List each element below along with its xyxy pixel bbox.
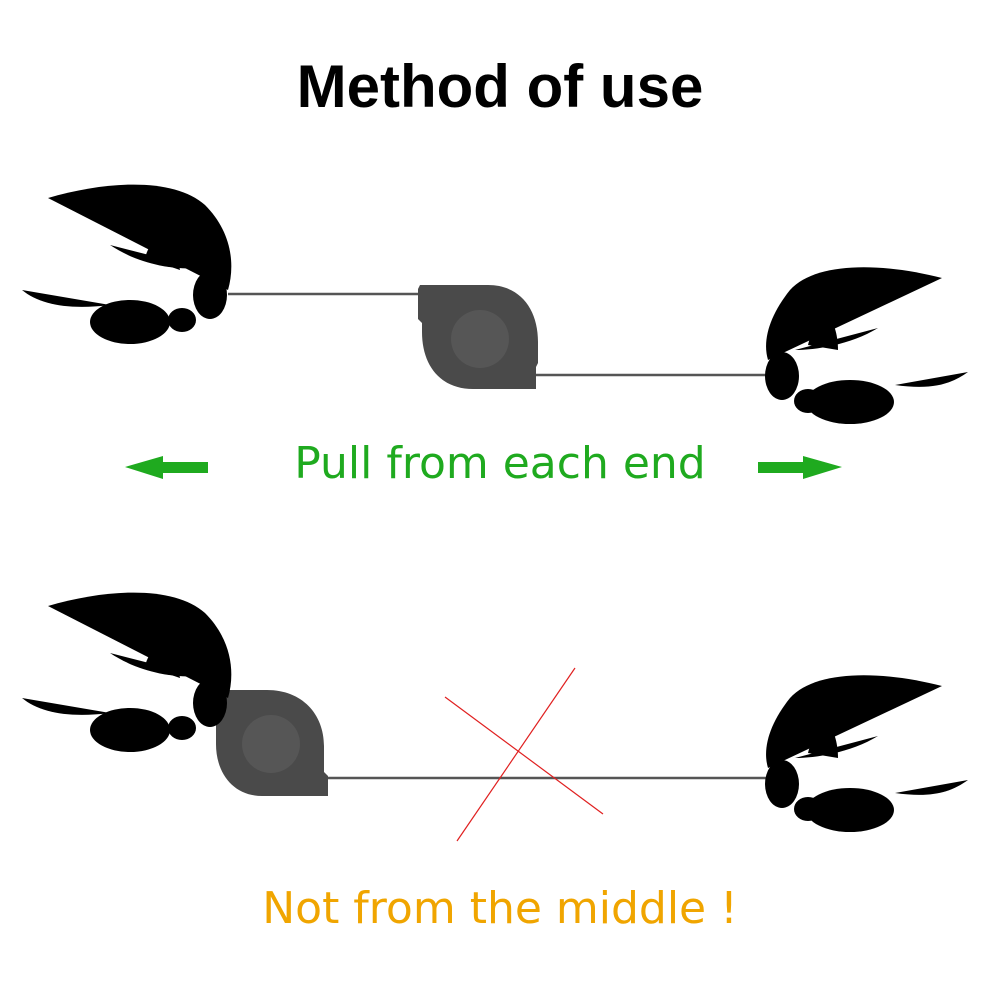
reel	[418, 285, 538, 389]
incorrect-usage-caption: Not from the middle !	[262, 883, 738, 934]
reel	[216, 690, 328, 796]
right-hand	[765, 675, 968, 832]
cross-mark-icon	[444, 667, 604, 842]
arrow-left-icon	[125, 456, 208, 479]
left-hand	[22, 184, 232, 344]
reel-hub	[242, 715, 300, 773]
incorrect-usage-scene	[22, 592, 968, 842]
page-title: Method of use	[296, 53, 704, 120]
left-hand	[22, 592, 232, 752]
arrow-right-icon	[758, 456, 842, 479]
correct-usage-scene	[22, 184, 968, 479]
reel-hub	[451, 310, 509, 368]
right-hand	[765, 267, 968, 424]
correct-usage-caption: Pull from each end	[294, 438, 706, 489]
